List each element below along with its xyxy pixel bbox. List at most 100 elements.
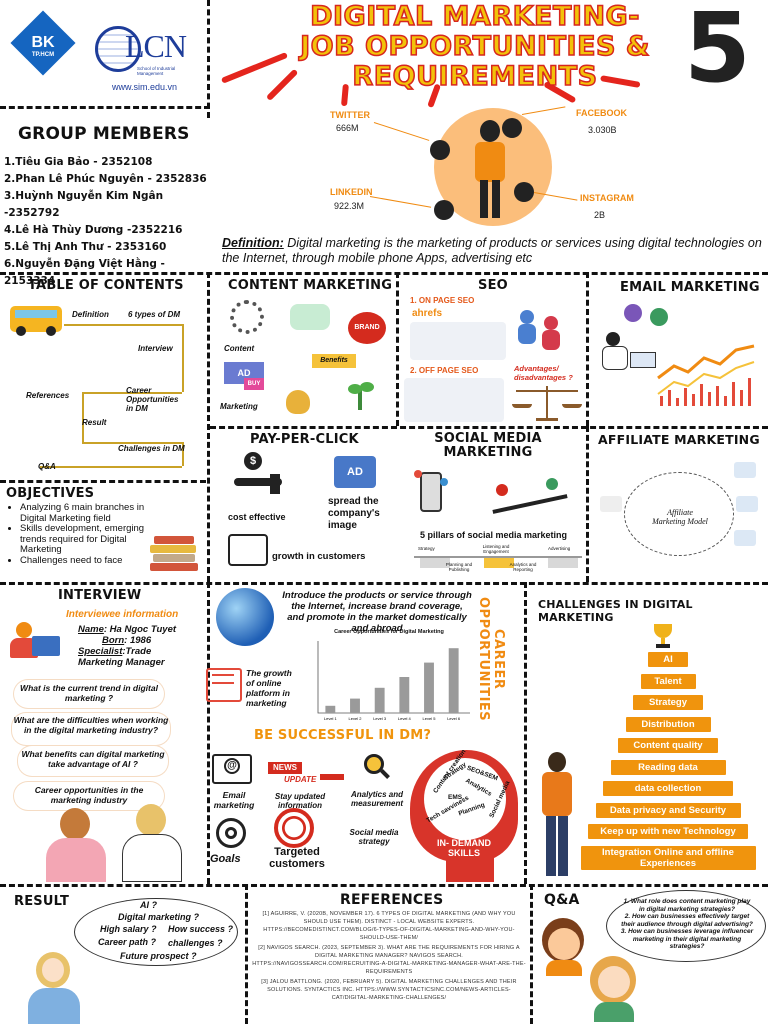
content-marketing-illustration: Content BRAND Benefits AD BUY Marketing (214, 296, 394, 422)
analytics-label: Analytics and measurement (350, 790, 404, 808)
cost-effective-label: cost effective (228, 512, 286, 522)
toc-interview[interactable]: Interview (138, 344, 173, 353)
twitter-value: 666M (336, 123, 359, 133)
seo-heading: SEO (478, 278, 508, 293)
ahrefs-logo: ahrefs (412, 308, 443, 319)
chart-tick-label: Level 2 (349, 716, 363, 721)
success-heading: BE SUCCESSFUL IN DM? (254, 728, 432, 743)
references-heading: REFERENCES (340, 892, 444, 908)
toc-qa[interactable]: Q&A (38, 462, 56, 471)
chart-tick-label: Level 6 (447, 716, 461, 721)
coin-hand-icon: $ (234, 452, 286, 498)
challenge-level: Data privacy and Security (595, 802, 741, 818)
linkedin-label: LINKEDIN (330, 187, 373, 197)
lcn-logo-text: LCN (125, 28, 187, 64)
challenges-heading: CHALLENGES IN DIGITAL MARKETING (538, 598, 693, 624)
chart-axes (317, 641, 470, 714)
skills-label: IN- DEMAND SKILLS (437, 838, 491, 858)
on-page-seo: 1. ON PAGE SEO (410, 296, 475, 305)
toc-references[interactable]: References (26, 391, 70, 400)
interview-question: What benefits can digital marketing take… (18, 746, 168, 776)
toc-career[interactable]: Career Opportunities in DM (126, 386, 179, 413)
email-marketing-heading: EMAIL MARKETING (620, 280, 760, 295)
ppc-heading: PAY-PER-CLICK (250, 432, 359, 447)
pillar-step: Listening and Engagement (482, 544, 510, 554)
challenge-level: AI (648, 652, 688, 667)
reference-item: [2] NAVIGOS SEARCH. (2023, SEPTEMBER 3).… (252, 945, 526, 975)
seo-advantages: Advantages/ disadvantages ? (514, 364, 573, 382)
email-marketing-illustration (592, 298, 766, 422)
chart-tick-label: Level 4 (398, 716, 412, 721)
chart-bar (424, 662, 434, 713)
plant-icon (344, 382, 376, 412)
group-members-heading: GROUP MEMBERS (18, 124, 190, 144)
interview-question: What is the current trend in digital mar… (14, 680, 164, 708)
chart-bar (399, 677, 410, 713)
news-badge: NEWS (268, 762, 302, 774)
buy-tag: BUY (244, 378, 264, 390)
toc-roadmap: Definition 6 types of DM Interview Caree… (0, 298, 205, 478)
chart-bar (350, 698, 360, 713)
toc-types[interactable]: 6 types of DM (128, 310, 181, 319)
targeted-customers-label: Targeted customers (269, 846, 325, 870)
pillars-timeline: Strategy Planning and Publishing Listeni… (414, 544, 584, 576)
reference-item: [1] AGUIRRE, V. (2020B, NOVEMBER 17). 6 … (262, 911, 516, 941)
challenge-level: Integration Online and offline Experienc… (580, 845, 756, 870)
books-icon (150, 536, 200, 574)
challenge-level: Keep up with new Technology (588, 824, 748, 839)
career-vertical-title: CAREER OPPORTUNITIES (476, 596, 506, 722)
gear-icon (230, 300, 264, 334)
chart-tick-label: Level 3 (373, 716, 387, 721)
benefits-ribbon: Benefits (312, 354, 356, 368)
toc-challenges[interactable]: Challenges in DM (118, 444, 185, 453)
twitter-label: TWITTER (330, 110, 370, 120)
qa-questions: 1. What role does content marketing play… (620, 898, 754, 951)
thought-cloud: AI ? Digital marketing ? High salary ? H… (74, 894, 238, 968)
magnifier-icon (362, 752, 392, 782)
reference-item: [3] JALOU BATTLONG. (2020, FEBRUARY 5). … (261, 979, 517, 1001)
ad-screen-icon: AD (334, 456, 376, 488)
person-icon (606, 332, 620, 346)
content-marketing-heading: CONTENT MARKETING (228, 278, 393, 293)
stay-updated-label: Stay updated information (274, 792, 326, 810)
binoculars-person (532, 752, 580, 880)
website-link[interactable]: www.sim.edu.vn (112, 82, 178, 92)
globe-icon (216, 588, 274, 646)
trend-chart (657, 344, 755, 406)
seesaw-icon (488, 478, 572, 518)
career-intro: Introduce the products or service throug… (282, 590, 472, 634)
toc-definition[interactable]: Definition (72, 310, 109, 319)
social-media-heading: SOCIAL MEDIA MARKETING (434, 431, 542, 460)
instagram-value: 2B (594, 210, 606, 220)
social-infographic (330, 104, 650, 234)
member-item: 5.Lê Thị Anh Thư - 2353160 (4, 241, 167, 253)
chart-bar (325, 705, 336, 713)
qa-question: 2. How can businesses effectively target… (621, 913, 753, 928)
affiliate-model-label: Affiliate Marketing Model (652, 508, 708, 526)
chart-title: Career Opportunities for Digital Marketi… (334, 629, 444, 635)
challenge-level: Content quality (618, 738, 718, 753)
toc-heading: TABLE OF CONTENTS (28, 278, 184, 293)
objectives-list: Analyzing 6 main branches in Digital Mar… (20, 502, 152, 566)
bk-logo: BK TP.HCM (8, 10, 78, 86)
facebook-value: 3.030B (588, 125, 617, 135)
phone-icon (414, 470, 448, 522)
chart-tick-label: Level 5 (423, 716, 437, 721)
pillar-step: Advertising (548, 546, 571, 551)
references-list: [1] AGUIRRE, V. (2020B, NOVEMBER 17). 6 … (252, 910, 526, 1002)
bk-logo-sub: TP.HCM (31, 52, 55, 58)
challenge-level: Strategy (633, 695, 703, 710)
trophy-icon (652, 624, 674, 650)
challenge-level: Distribution (625, 716, 711, 732)
toc-result[interactable]: Result (82, 418, 107, 427)
pillar-step: Strategy (418, 546, 435, 551)
off-page-seo-illustration (404, 378, 504, 422)
linkedin-value: 922.3M (334, 201, 365, 211)
instagram-icon (514, 182, 534, 202)
interview-question: Career opportunities in the marketing in… (14, 782, 164, 810)
member-item: 3.Huỳnh Nguyễn Kim Ngân -2352792 (4, 190, 164, 219)
targeted-customers-icon (274, 808, 314, 848)
on-page-seo-illustration (410, 322, 506, 360)
email-icon: @ (212, 754, 252, 784)
definition: Definition: Digital marketing is the mar… (222, 236, 762, 266)
